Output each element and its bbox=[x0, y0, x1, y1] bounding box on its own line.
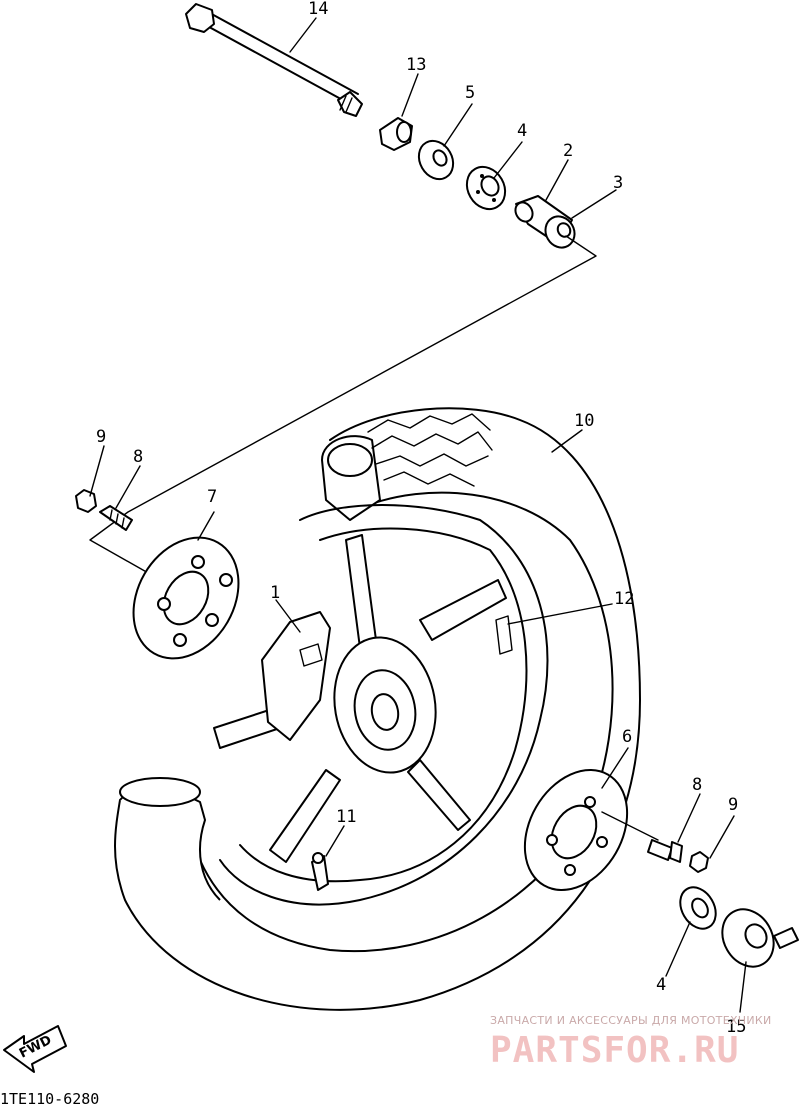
callout-13: 13 bbox=[406, 55, 426, 75]
valve-part[interactable] bbox=[311, 852, 329, 891]
collar-part[interactable] bbox=[379, 117, 413, 151]
bearing-part-top[interactable] bbox=[459, 160, 512, 216]
callout-10: 10 bbox=[574, 411, 594, 431]
callout-2: 2 bbox=[563, 141, 573, 161]
callout-14: 14 bbox=[308, 0, 328, 19]
callout-6: 6 bbox=[622, 727, 632, 747]
bearing-part-bottom[interactable] bbox=[673, 881, 723, 935]
callout-4-bottom: 4 bbox=[656, 975, 666, 995]
oil-seal-part[interactable] bbox=[412, 135, 460, 186]
cast-wheel-part[interactable] bbox=[213, 504, 549, 906]
callout-12: 12 bbox=[614, 589, 634, 609]
diagram-code: 1TE110-6280 bbox=[0, 1090, 100, 1108]
watermark-logo: PARTSFOR.RU bbox=[490, 1030, 740, 1071]
callout-4-top: 4 bbox=[517, 121, 527, 141]
brake-disc-plate-right[interactable] bbox=[504, 752, 648, 909]
meter-clutch-part[interactable] bbox=[712, 900, 799, 976]
callout-11: 11 bbox=[336, 807, 356, 827]
bolt-part-right[interactable] bbox=[647, 839, 683, 863]
callout-8-right: 8 bbox=[692, 775, 702, 795]
spacer-flange-part[interactable] bbox=[540, 211, 580, 253]
assembly-line-axle bbox=[89, 235, 597, 575]
watermark-tagline: ЗАПЧАСТИ И АКСЕССУАРЫ ДЛЯ МОТОТЕХНИКИ bbox=[490, 1014, 772, 1027]
callout-labels: 14 13 5 4 2 3 10 9 8 7 1 12 6 8 9 11 4 1… bbox=[96, 0, 746, 1037]
callout-7: 7 bbox=[207, 487, 217, 507]
nut-part-right[interactable] bbox=[689, 851, 709, 873]
bolt-part-left[interactable] bbox=[99, 505, 133, 531]
assembly-line-right-disc bbox=[601, 811, 659, 841]
callout-15: 15 bbox=[726, 1017, 746, 1037]
brake-disc-plate-left[interactable] bbox=[112, 519, 259, 678]
callout-3: 3 bbox=[613, 173, 623, 193]
callout-8-left: 8 bbox=[133, 447, 143, 467]
forward-arrow-icon: FWD bbox=[3, 1025, 67, 1073]
axle-part[interactable] bbox=[185, 3, 363, 117]
leader-lines bbox=[89, 17, 747, 1013]
callout-9-right: 9 bbox=[728, 795, 738, 815]
callout-9-left: 9 bbox=[96, 427, 106, 447]
callout-1: 1 bbox=[270, 583, 280, 603]
callout-5: 5 bbox=[465, 83, 475, 103]
nut-part-left[interactable] bbox=[75, 489, 97, 513]
